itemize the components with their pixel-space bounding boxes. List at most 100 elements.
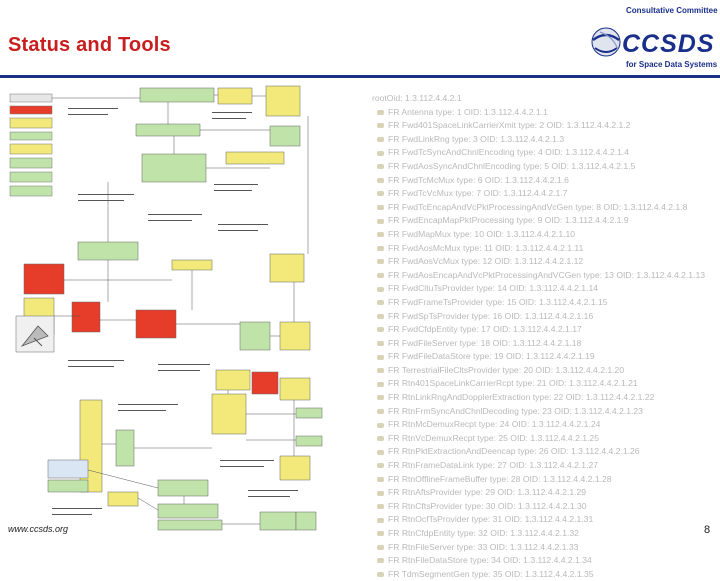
- tree-item-label: FR FwdTcVcMux type: 7 OID: 1.3.112.4.4.2…: [388, 188, 568, 199]
- top-right-box-a: [217, 87, 253, 105]
- tree-item-label: FR RtnFileDataStore type: 34 OID: 1.3.11…: [388, 555, 592, 566]
- tree-item[interactable]: FR FwdCltuTsProvider type: 14 OID: 1.3.1…: [368, 282, 716, 296]
- tree-item-label: FR TerrestrialFileCltsProvider type: 20 …: [388, 364, 625, 375]
- tree-item[interactable]: FR FwdLinkRng type: 3 OID: 1.3.112.4.4.2…: [368, 133, 716, 147]
- bottom-left-blue: [47, 459, 89, 479]
- tree-item-label: FR FwdAosMcMux type: 11 OID: 1.3.112.4.4…: [388, 242, 584, 253]
- key-icon: [377, 544, 384, 550]
- tree-item-label: FR Fwd401SpaceLinkCarrierXmit type: 2 OI…: [388, 120, 631, 131]
- tree-item-label: FR RtnAftsProvider type: 29 OID: 1.3.112…: [388, 487, 587, 498]
- key-icon: [377, 286, 384, 292]
- tree-item[interactable]: FR RtnLinkRngAndDopplerExtraction type: …: [368, 391, 716, 405]
- tree-item[interactable]: FR RtnFrmSyncAndChnlDecoding type: 23 OI…: [368, 405, 716, 419]
- tree-item[interactable]: FR RtnCftsProvider type: 30 OID: 1.3.112…: [368, 500, 716, 514]
- key-icon: [377, 123, 384, 129]
- tree-item[interactable]: FR FwdTcVcMux type: 7 OID: 1.3.112.4.4.2…: [368, 187, 716, 201]
- key-icon: [377, 422, 384, 428]
- key-icon: [377, 137, 384, 143]
- tree-item[interactable]: FR Rtn401SpaceLinkCarrierRcpt type: 21 O…: [368, 377, 716, 391]
- tree-item[interactable]: FR TdmSegmentGen type: 35 OID: 1.3.112.4…: [368, 568, 716, 581]
- tree-item[interactable]: FR FwdCfdpEntity type: 17 OID: 1.3.112.4…: [368, 323, 716, 337]
- tree-item[interactable]: FR Antenna type: 1 OID: 1.3.112.4.4.2.1.…: [368, 106, 716, 120]
- mid-green-box-2: [239, 321, 271, 351]
- tree-item[interactable]: FR FwdAosSyncAndChnlEncoding type: 5 OID…: [368, 160, 716, 174]
- key-icon: [377, 300, 384, 306]
- logo-bottom-text: for Space Data Systems: [626, 60, 718, 69]
- tree-item[interactable]: FR FwdEncapMapPktProcessing type: 9 OID:…: [368, 214, 716, 228]
- tree-item[interactable]: FR RtnVcDemuxRecpt type: 25 OID: 1.3.112…: [368, 432, 716, 446]
- tree-item[interactable]: FR RtnAftsProvider type: 29 OID: 1.3.112…: [368, 486, 716, 500]
- tree-item[interactable]: FR RtnOcfTsProvider type: 31 OID: 1.3.11…: [368, 513, 716, 527]
- key-icon: [377, 164, 384, 170]
- key-icon: [377, 463, 384, 469]
- tree-item-label: FR Rtn401SpaceLinkCarrierRcpt type: 21 O…: [388, 378, 638, 389]
- key-icon: [377, 531, 384, 537]
- mid-left-green: [77, 241, 139, 261]
- tree-item-label: FR FwdFileServer type: 18 OID: 1.3.112.4…: [388, 337, 582, 348]
- left-box-5: [9, 143, 53, 155]
- key-icon: [377, 476, 384, 482]
- tree-item[interactable]: FR FwdFileServer type: 18 OID: 1.3.112.4…: [368, 337, 716, 351]
- tree-item-label: FR RtnFrameDataLink type: 27 OID: 1.3.11…: [388, 460, 599, 471]
- tree-item[interactable]: FR FwdFrameTsProvider type: 15 OID: 1.3.…: [368, 296, 716, 310]
- tree-item[interactable]: FR FwdTcSyncAndChnlEncoding type: 4 OID:…: [368, 146, 716, 160]
- mid-yellow-box-1: [225, 151, 285, 165]
- bottom-right-green: [259, 511, 297, 531]
- mid-green-box-3: [157, 479, 209, 497]
- tree-item-label: FR FwdTcSyncAndChnlEncoding type: 4 OID:…: [388, 147, 630, 158]
- title-rule: [0, 75, 720, 78]
- tree-item[interactable]: FR FwdFileDataStore type: 19 OID: 1.3.11…: [368, 350, 716, 364]
- slide-title: Status and Tools: [8, 34, 171, 56]
- tree-item[interactable]: FR Fwd401SpaceLinkCarrierXmit type: 2 OI…: [368, 119, 716, 133]
- tree-item[interactable]: FR FwdSpTsProvider type: 16 OID: 1.3.112…: [368, 310, 716, 324]
- left-box-3: [9, 117, 53, 129]
- left-box-7: [9, 171, 53, 183]
- key-icon: [377, 109, 384, 115]
- tree-item[interactable]: FR FwdAosEncapAndVcPktProcessingAndVCGen…: [368, 269, 716, 283]
- tree-item[interactable]: FR FwdTcMcMux type: 6 OID: 1.3.112.4.4.2…: [368, 174, 716, 188]
- logo-top-text: Consultative Committee: [626, 6, 718, 15]
- right-yellow-stack: [269, 253, 305, 283]
- tree-item[interactable]: FR FwdTcEncapAndVcPktProcessingAndVcGen …: [368, 201, 716, 215]
- tree-item-label: FR RtnCfdpEntity type: 32 OID: 1.3.112.4…: [388, 528, 579, 538]
- tree-item-label: FR FwdFrameTsProvider type: 15 OID: 1.3.…: [388, 296, 608, 307]
- tree-item-label: FR FwdAosEncapAndVcPktProcessingAndVCGen…: [388, 269, 706, 280]
- antenna-icon: [15, 315, 55, 353]
- tree-item-label: FR FwdAosSyncAndChnlEncoding type: 5 OID…: [388, 160, 636, 171]
- key-icon: [377, 232, 384, 238]
- tree-item-label: FR RtnCftsProvider type: 30 OID: 1.3.112…: [388, 500, 587, 511]
- key-icon: [377, 381, 384, 387]
- tree-item[interactable]: FR RtnPktExtractionAndDeencap type: 26 O…: [368, 445, 716, 459]
- tree-item[interactable]: FR RtnFrameDataLink type: 27 OID: 1.3.11…: [368, 459, 716, 473]
- mid-box-mux: [171, 259, 213, 271]
- tree-item[interactable]: FR RtnCfdpEntity type: 32 OID: 1.3.112.4…: [368, 527, 716, 541]
- mid-red-box-3: [251, 371, 279, 395]
- tree-item[interactable]: FR RtnMcDemuxRecpt type: 24 OID: 1.3.112…: [368, 418, 716, 432]
- left-box-1: [9, 93, 53, 103]
- cfdp-box: [135, 123, 201, 137]
- tree-item[interactable]: FR TerrestrialFileCltsProvider type: 20 …: [368, 364, 716, 378]
- key-icon: [377, 558, 384, 564]
- key-icon: [377, 191, 384, 197]
- key-icon: [377, 517, 384, 523]
- tree-item-label: FR Antenna type: 1 OID: 1.3.112.4.4.2.1.…: [388, 106, 548, 117]
- tree-item[interactable]: FR FwdAosMcMux type: 11 OID: 1.3.112.4.4…: [368, 242, 716, 256]
- tree-item-label: FR RtnOcfTsProvider type: 31 OID: 1.3.11…: [388, 514, 594, 525]
- tree-item[interactable]: FR RtnOfflineFrameBuffer type: 28 OID: 1…: [368, 473, 716, 487]
- mid-green-box-4: [115, 429, 135, 467]
- right-green-box-1: [269, 125, 301, 147]
- tree-item[interactable]: FR RtnFileServer type: 33 OID: 1.3.112.4…: [368, 541, 716, 555]
- tree-item-label: FR FwdCfdpEntity type: 17 OID: 1.3.112.4…: [388, 324, 582, 335]
- tree-item[interactable]: FR RtnFileDataStore type: 34 OID: 1.3.11…: [368, 554, 716, 568]
- tree-item[interactable]: FR FwdAosVcMux type: 12 OID: 1.3.112.4.4…: [368, 255, 716, 269]
- left-box-6: [9, 157, 53, 169]
- key-icon: [377, 449, 384, 455]
- tree-item-label: FR FwdEncapMapPktProcessing type: 9 OID:…: [388, 215, 629, 226]
- mid-red-box-1: [71, 301, 101, 333]
- mid-green-box-1: [141, 153, 207, 183]
- left-box-8: [9, 185, 53, 197]
- tree-item-label: FR FwdFileDataStore type: 19 OID: 1.3.11…: [388, 351, 595, 362]
- tree-item[interactable]: FR FwdMapMux type: 10 OID: 1.3.112.4.4.2…: [368, 228, 716, 242]
- bottom-left-yellow: [107, 491, 139, 507]
- key-icon: [377, 395, 384, 401]
